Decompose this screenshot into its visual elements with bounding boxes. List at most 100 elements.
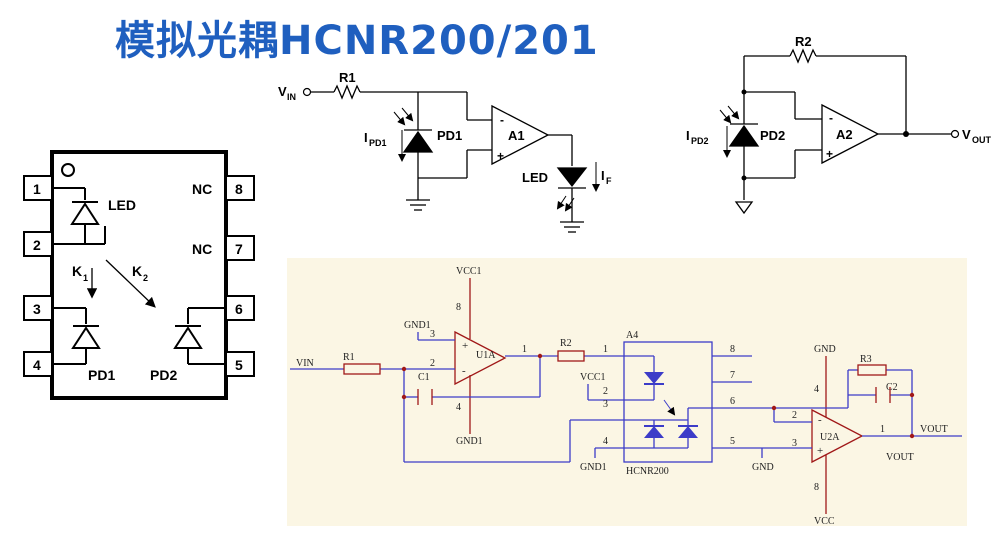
pin-label-5: 5 — [235, 357, 243, 373]
u1a-pin4: 4 — [456, 402, 461, 413]
nc-label-7: NC — [192, 241, 212, 257]
hcnr-pin1: 1 — [603, 344, 608, 355]
u2a-minus: - — [818, 414, 822, 426]
sch-c2-label: C2 — [886, 382, 898, 393]
sch-vout-label: VOUT — [886, 452, 914, 463]
r1-label: R1 — [339, 70, 356, 85]
gnd1-left-label: GND1 — [404, 320, 431, 331]
u1a-pin3: 3 — [430, 329, 435, 340]
vout-label: V — [962, 127, 971, 142]
sch-gnd-bottom: GND — [752, 462, 774, 473]
k1-label: K — [72, 263, 82, 279]
u1a-plus: + — [462, 340, 468, 352]
input-circuit: V IN — [278, 70, 612, 233]
hcnr200-body — [623, 341, 713, 463]
u2a-label: U2A — [820, 432, 840, 443]
k2-label: K — [132, 263, 142, 279]
pin-box-1 — [23, 175, 53, 201]
u1a-pin8: 8 — [456, 302, 461, 313]
led-label: LED — [108, 197, 136, 213]
ipd1-label: I — [364, 130, 368, 145]
pd1-diode-symbol — [52, 307, 101, 365]
hcnr-pin6: 6 — [730, 396, 735, 407]
pin-box-3 — [23, 295, 53, 321]
pin-label-8: 8 — [235, 181, 243, 197]
hcnr-pin7: 7 — [730, 370, 735, 381]
u2a-pin1: 1 — [880, 424, 885, 435]
hcnr-pin4: 4 — [603, 436, 608, 447]
if-label: I — [601, 168, 605, 183]
k1-sub: 1 — [83, 273, 88, 283]
hcnr-pin5: 5 — [730, 436, 735, 447]
output-circuit: R2 I PD2 PD2 - + A2 V OUT — [686, 34, 992, 215]
k2-arrow — [105, 259, 156, 308]
package-pd1-label: PD1 — [88, 367, 115, 383]
vin-label: V — [278, 84, 287, 99]
ipd1-sub: PD1 — [369, 138, 387, 148]
nc-label-8: NC — [192, 181, 212, 197]
u2a-pin4: 4 — [814, 384, 819, 395]
u2a-plus: + — [817, 445, 823, 457]
pin-box-8 — [225, 175, 255, 201]
led-out-label: LED — [522, 170, 548, 185]
r2-label: R2 — [795, 34, 812, 49]
u1a-pin1: 1 — [522, 344, 527, 355]
package-pd2-label: PD2 — [150, 367, 177, 383]
a2-plus: + — [826, 147, 833, 161]
sch-r3-label: R3 — [860, 354, 872, 365]
u1a-label: U1A — [476, 350, 496, 361]
hcnr-pin2: 2 — [603, 386, 608, 397]
sch-vcc1-label: VCC1 — [580, 372, 606, 383]
u2a-pin8: 8 — [814, 482, 819, 493]
hcnr-pin3: 3 — [603, 399, 608, 410]
a1-label: A1 — [508, 128, 525, 143]
sch-r1-label: R1 — [343, 352, 355, 363]
u1a-minus: - — [462, 365, 466, 377]
package-body — [50, 150, 228, 400]
vcc1-label: VCC1 — [456, 266, 482, 277]
pin-label-4: 4 — [33, 357, 41, 373]
vout-sub: OUT — [972, 135, 992, 145]
r1-resistor — [343, 363, 381, 375]
pin-label-1: 1 — [33, 181, 41, 197]
vin-sub: IN — [287, 92, 296, 102]
pin-box-7 — [225, 235, 255, 261]
pin1-marker — [61, 163, 75, 177]
if-sub: F — [606, 176, 612, 186]
c1-capacitor — [417, 389, 433, 405]
sch-vout-right: VOUT — [920, 424, 948, 435]
hcnr-label: HCNR200 — [626, 466, 669, 477]
pin-label-2: 2 — [33, 237, 41, 253]
r3-resistor — [857, 364, 887, 376]
pin-label-3: 3 — [33, 301, 41, 317]
ipd2-sub: PD2 — [691, 136, 709, 146]
hcnr200-schematic: + - U1A VCC1 GND1 GND1 — [287, 258, 967, 527]
hcnr-pin8: 8 — [730, 344, 735, 355]
sch-vin-label: VIN — [296, 358, 314, 369]
u2a-pin2: 2 — [792, 410, 797, 421]
sch-r2-label: R2 — [560, 338, 572, 349]
k2-sub: 2 — [143, 273, 148, 283]
pin-label-7: 7 — [235, 241, 243, 257]
page-title: 模拟光耦HCNR200/201 — [115, 18, 599, 64]
a2-label: A2 — [836, 127, 853, 142]
sch-gnd-top: GND — [814, 344, 836, 355]
led-diode-symbol — [52, 187, 106, 245]
pin-label-6: 6 — [235, 301, 243, 317]
sch-gnd1-label: GND1 — [580, 462, 607, 473]
u2a-pin3: 3 — [792, 438, 797, 449]
a2-minus: - — [829, 111, 833, 125]
u1a-pin2: 2 — [430, 358, 435, 369]
r2-resistor — [557, 350, 585, 362]
pd2-diode-symbol — [173, 307, 226, 365]
c2-capacitor — [875, 387, 891, 403]
a1-plus: + — [497, 149, 504, 163]
pd2-label: PD2 — [760, 128, 785, 143]
sch-vcc-label: VCC — [814, 516, 835, 527]
package-pinout: 1 2 3 4 8 7 6 5 NC NC LED K 1 K 2 — [23, 150, 255, 400]
ipd2-label: I — [686, 128, 690, 143]
pd1-label: PD1 — [437, 128, 462, 143]
a4-label: A4 — [626, 330, 638, 341]
gnd1-bottom-label: GND1 — [456, 436, 483, 447]
